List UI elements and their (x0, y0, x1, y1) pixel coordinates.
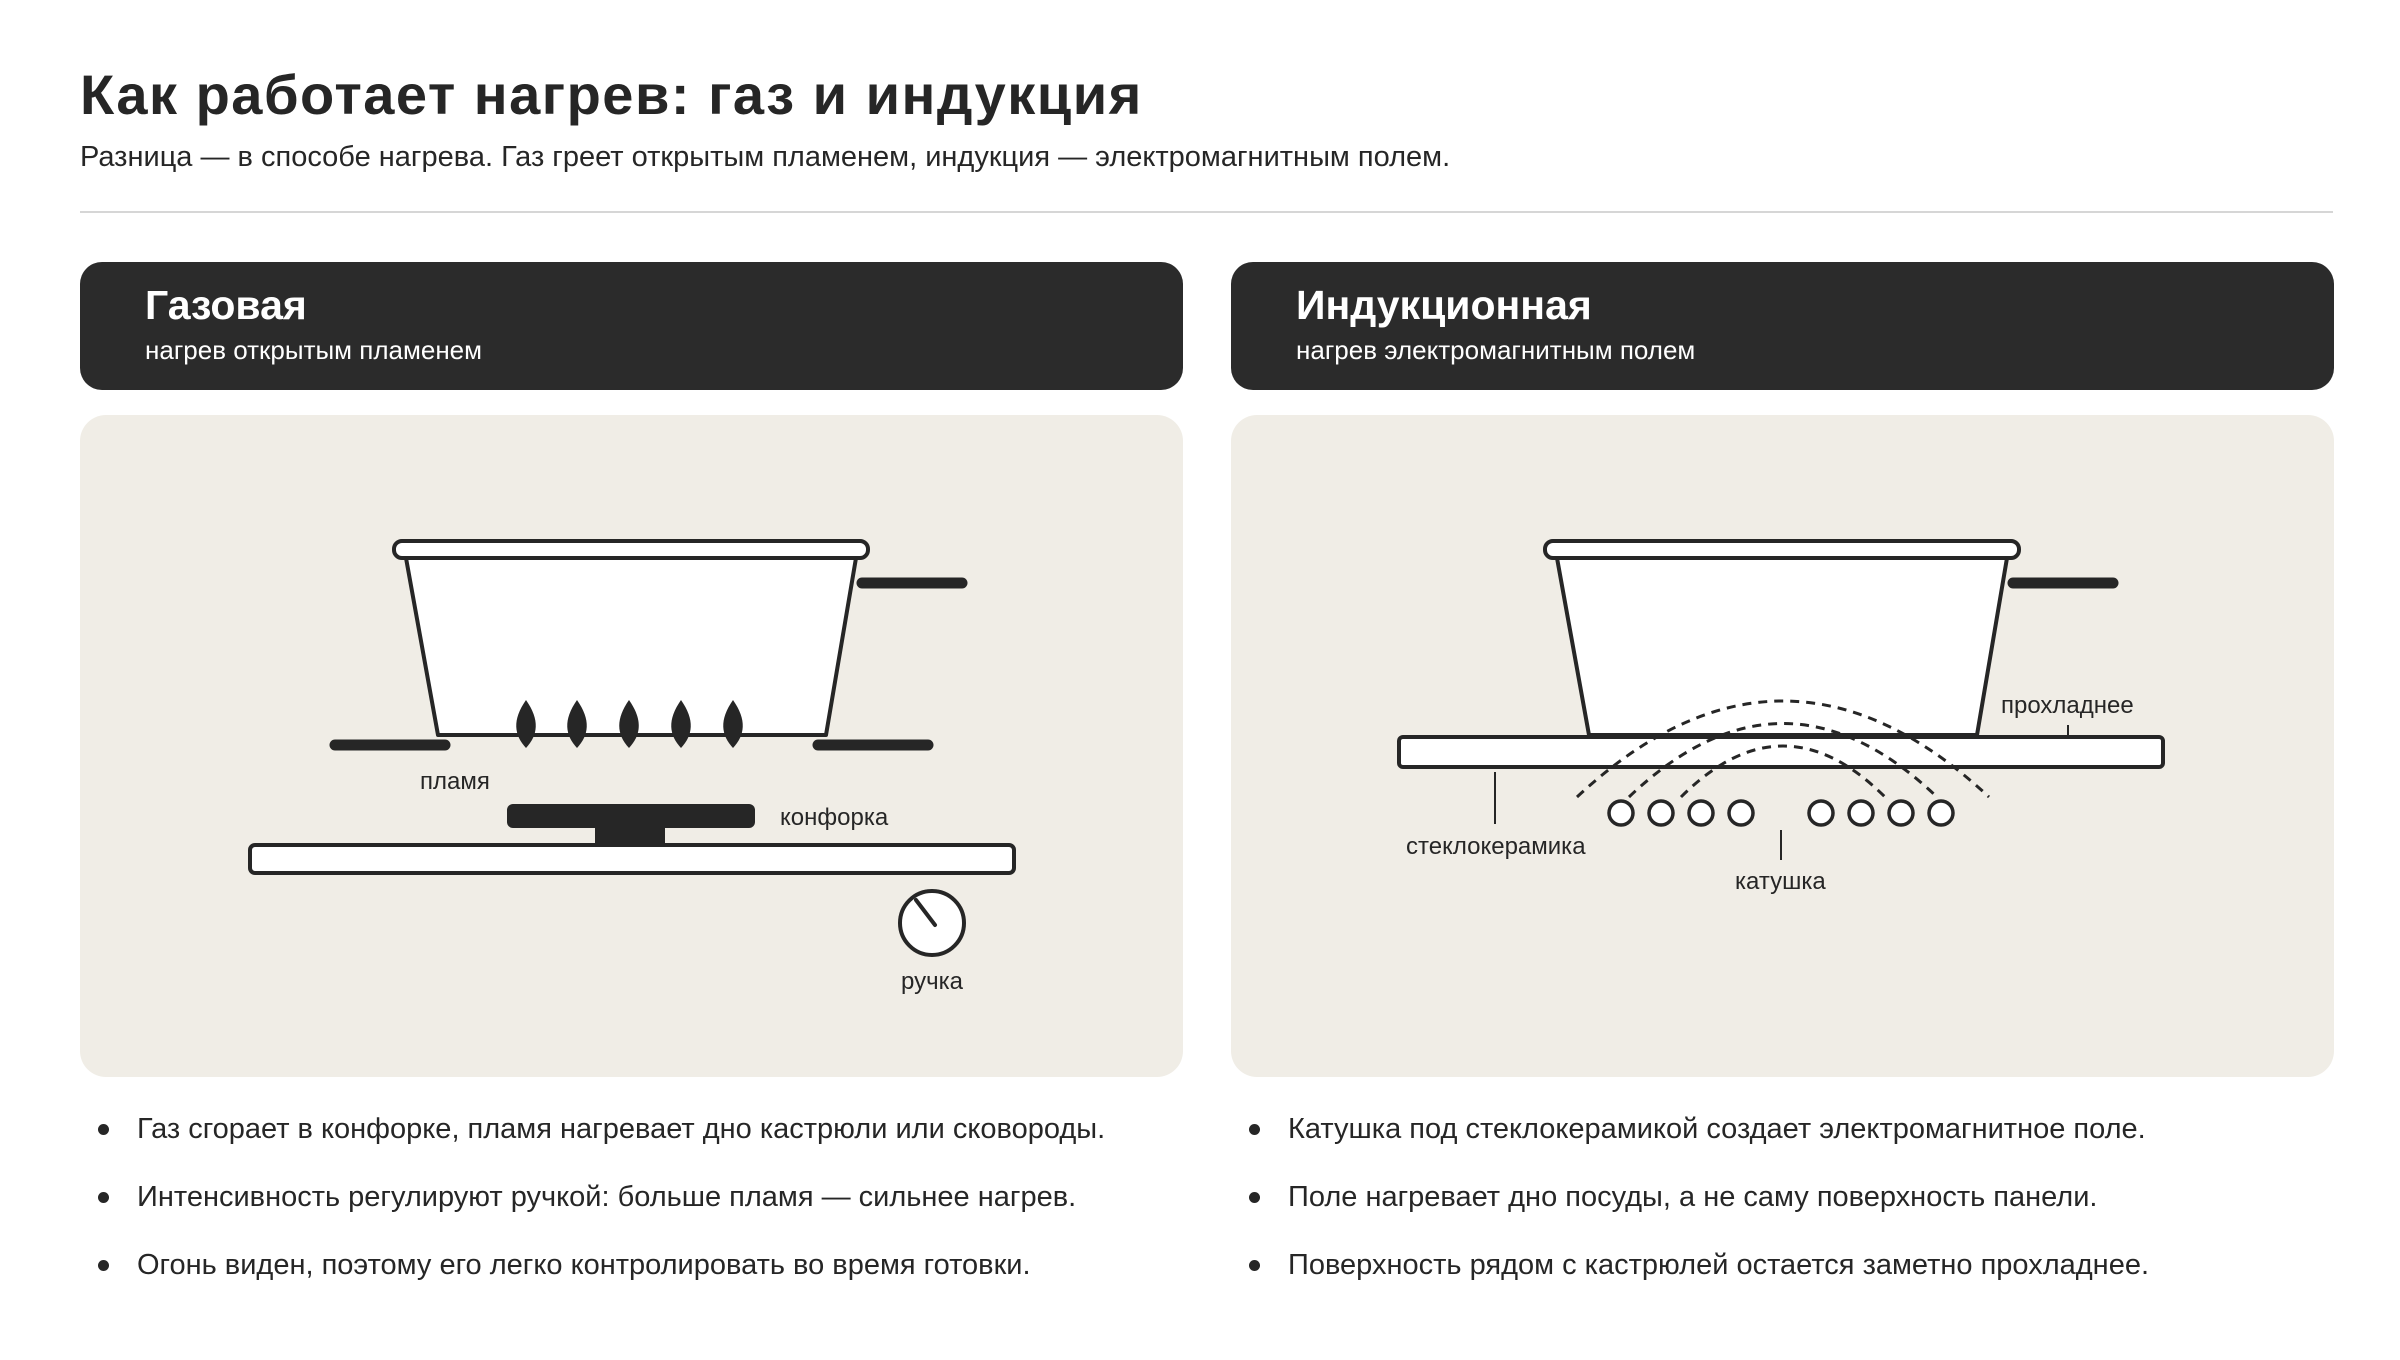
gas-label-knob: ручка (901, 968, 964, 995)
gas-header: Газовая нагрев открытым пламенем (80, 262, 1183, 390)
bullet-dot (1249, 1192, 1260, 1203)
induction-column: Индукционная нагрев электромагнитным пол… (1231, 262, 2334, 1315)
gas-cooktop (248, 843, 1016, 875)
induction-label-cooler: прохладнее (2001, 692, 2134, 719)
gas-bullet-text: Интенсивность регулируют ручкой: больше … (137, 1181, 1077, 1213)
induction-title: Индукционная (1296, 282, 1592, 328)
induction-diagram-panel: прохладнее стеклокерамика катушка (1231, 415, 2334, 1077)
induction-field-lines (1575, 699, 1991, 799)
gas-subtitle: нагрев открытым пламенем (145, 335, 483, 365)
induction-bullets: Катушка под стеклокерамикой создает элек… (1231, 1111, 2334, 1315)
bullet-dot (98, 1192, 109, 1203)
list-item: Интенсивность регулируют ручкой: больше … (80, 1179, 1183, 1247)
induction-pot (1543, 539, 2021, 737)
divider (80, 211, 2333, 213)
gas-label-burner: конфорка (780, 804, 889, 831)
gas-title: Газовая (145, 282, 307, 328)
induction-subtitle: нагрев электромагнитным полем (1296, 335, 1696, 365)
induction-coil (1607, 799, 1955, 827)
gas-pot (392, 539, 870, 737)
list-item: Газ сгорает в конфорке, пламя нагревает … (80, 1111, 1183, 1179)
page-title: Как работает нагрев: газ и индукция (80, 63, 1143, 126)
gas-bullet-text: Газ сгорает в конфорке, пламя нагревает … (137, 1113, 1106, 1145)
gas-flames (516, 700, 743, 748)
bullet-dot (1249, 1260, 1260, 1271)
gas-label-flame: пламя (420, 768, 490, 795)
bullet-dot (98, 1124, 109, 1135)
bullet-dot (98, 1260, 109, 1271)
gas-bullets: Газ сгорает в конфорке, пламя нагревает … (80, 1111, 1183, 1315)
induction-glass-surface (1397, 735, 2165, 769)
induction-diagram: прохладнее стеклокерамика катушка (1397, 539, 2165, 895)
gas-diagram-panel: пламя конфорка ручка (80, 415, 1183, 1077)
induction-bullet-text: Поле нагревает дно посуды, а не саму пов… (1288, 1181, 2098, 1213)
page-subtitle: Разница — в способе нагрева. Газ греет о… (80, 141, 1451, 173)
induction-bullet-text: Катушка под стеклокерамикой создает элек… (1288, 1113, 2146, 1145)
gas-bullet-text: Огонь виден, поэтому его легко контролир… (137, 1249, 1031, 1281)
gas-column: Газовая нагрев открытым пламенем (80, 262, 1183, 1315)
list-item: Огонь виден, поэтому его легко контролир… (80, 1247, 1183, 1315)
induction-header: Индукционная нагрев электромагнитным пол… (1231, 262, 2334, 390)
list-item: Катушка под стеклокерамикой создает элек… (1231, 1111, 2334, 1179)
induction-label-glass: стеклокерамика (1406, 833, 1586, 860)
list-item: Поле нагревает дно посуды, а не саму пов… (1231, 1179, 2334, 1247)
gas-diagram: пламя конфорка ручка (248, 539, 1016, 995)
induction-label-coil: катушка (1735, 868, 1826, 895)
gas-knob (898, 889, 966, 957)
induction-leader-lines (1494, 725, 2069, 860)
bullet-dot (1249, 1124, 1260, 1135)
induction-bullet-text: Поверхность рядом с кастрюлей остается з… (1288, 1249, 2150, 1281)
list-item: Поверхность рядом с кастрюлей остается з… (1231, 1247, 2334, 1315)
